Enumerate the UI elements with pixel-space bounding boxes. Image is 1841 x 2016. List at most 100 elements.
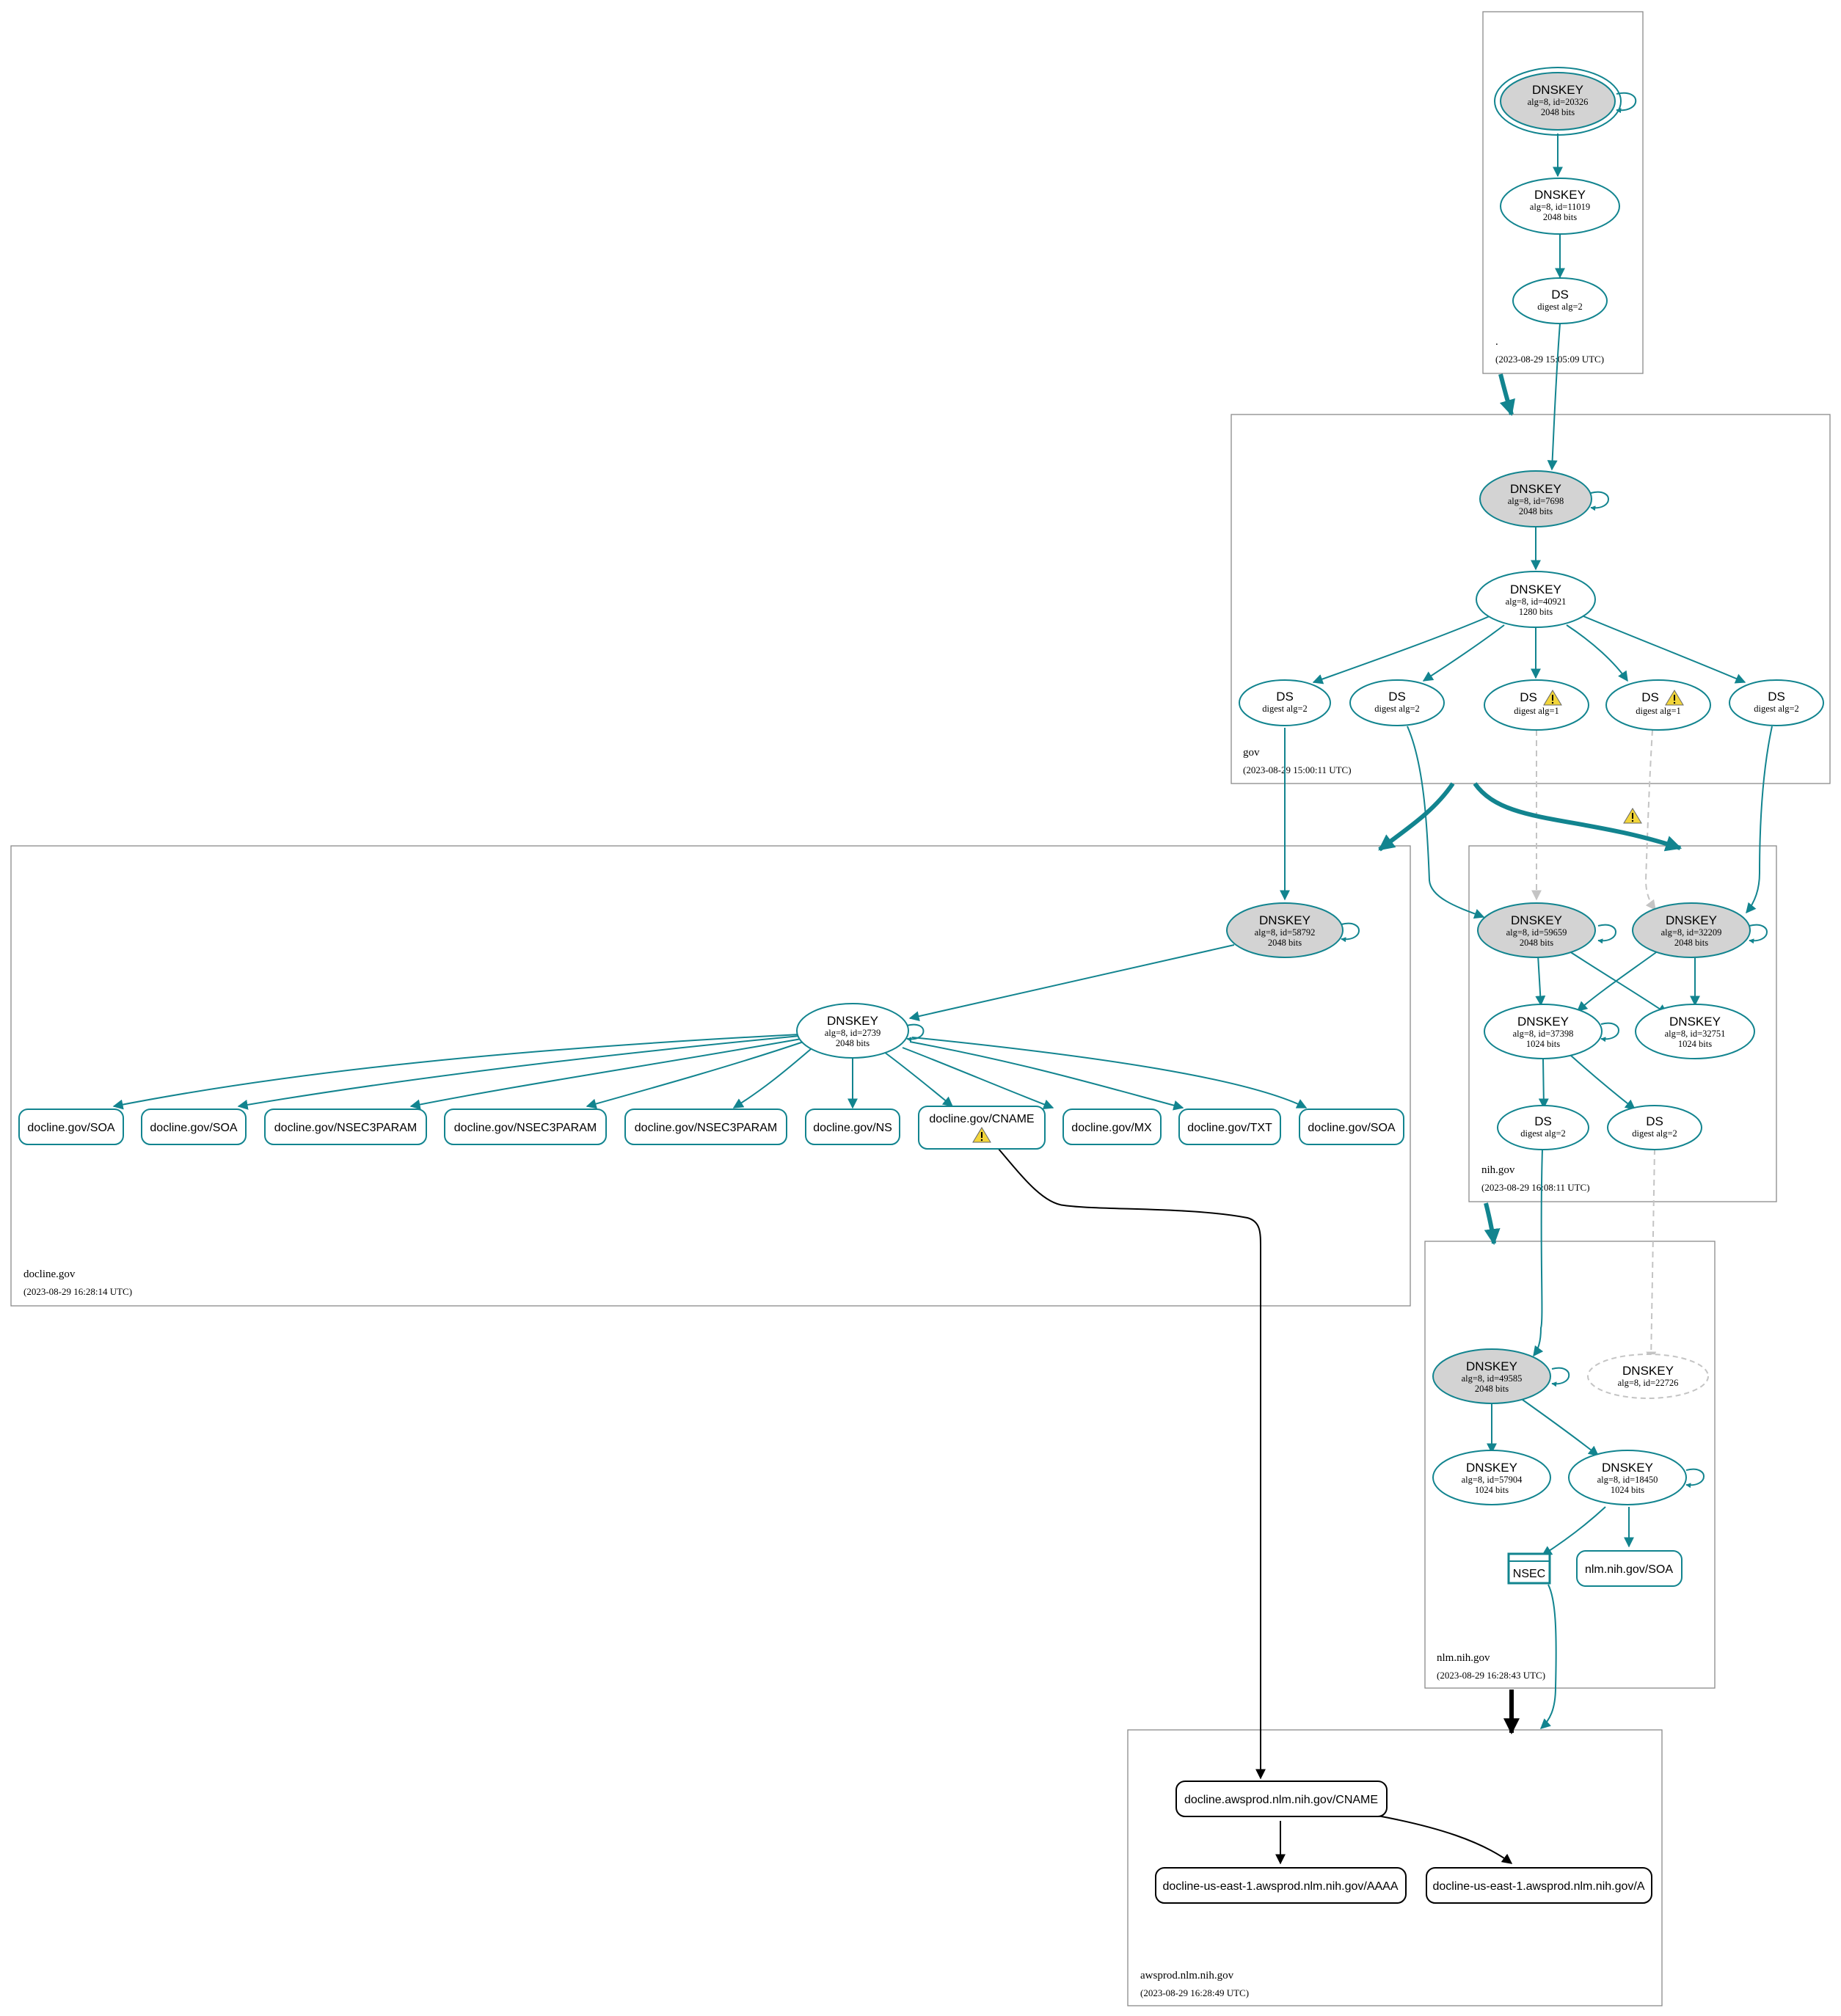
nih-ksk-node[interactable]: DNSKEY alg=8, id=32209 2048 bits	[1632, 902, 1751, 958]
rrset-node[interactable]: docline.gov/SOA	[1299, 1109, 1404, 1145]
zone-timestamp: (2023-08-29 16:28:14 UTC)	[23, 1286, 132, 1297]
docline-ksk-node[interactable]: DNSKEY alg=8, id=58792 2048 bits	[1226, 902, 1344, 958]
root-zsk-node[interactable]: DNSKEY alg=8, id=11019 2048 bits	[1500, 178, 1620, 235]
gov-ds-warning-node[interactable]: DS digest alg=1	[1484, 679, 1589, 731]
rrset-node[interactable]: docline.gov/NS	[805, 1109, 900, 1145]
edge	[908, 944, 1235, 1022]
node-detail: alg=8, id=18450	[1597, 1475, 1658, 1485]
rrset-node[interactable]: docline.gov/MX	[1062, 1109, 1162, 1145]
warning-icon	[1543, 690, 1562, 706]
rrset-cname-node[interactable]: docline.gov/CNAME	[918, 1106, 1046, 1150]
edge-dashed	[1644, 729, 1656, 911]
rrset-node[interactable]: docline.gov/NSEC3PARAM	[624, 1109, 787, 1145]
zone-timestamp: (2023-08-29 15:00:11 UTC)	[1243, 764, 1352, 775]
rrset-label: docline.gov/SOA	[150, 1122, 238, 1134]
rrset-node[interactable]: docline.gov/NSEC3PARAM	[444, 1109, 607, 1145]
zone-label: nlm.nih.gov	[1437, 1652, 1490, 1664]
edge	[1538, 1059, 1549, 1109]
edge	[1407, 726, 1485, 919]
delegation-warning-icon	[1623, 808, 1642, 824]
edge	[1576, 950, 1659, 1012]
node-detail: 2048 bits	[836, 1038, 870, 1048]
zone-label: nih.gov	[1481, 1164, 1515, 1176]
nlm-zsk-node[interactable]: DNSKEY alg=8, id=57904 1024 bits	[1432, 1450, 1551, 1505]
delegation-edge	[1378, 782, 1455, 852]
zone-label: awsprod.nlm.nih.gov	[1140, 1970, 1234, 1982]
gov-ds-node[interactable]: DS digest alg=2	[1349, 679, 1445, 726]
edge	[883, 1051, 954, 1107]
node-detail: alg=8, id=11019	[1530, 202, 1590, 212]
nlm-missing-dnskey-node[interactable]: DNSKEY alg=8, id=22726	[1587, 1354, 1709, 1399]
edges	[112, 134, 1773, 1865]
nsec-node[interactable]: NSEC	[1507, 1552, 1551, 1585]
node-detail: digest alg=2	[1520, 1128, 1566, 1139]
rrset-node[interactable]: docline.gov/TXT	[1178, 1109, 1281, 1145]
rrset-label: docline.awsprod.nlm.nih.gov/CNAME	[1184, 1794, 1378, 1806]
edge	[409, 1038, 802, 1110]
docline-zsk-node[interactable]: DNSKEY alg=8, id=2739 2048 bits	[796, 1003, 909, 1059]
nlm-ksk-node[interactable]: DNSKEY alg=8, id=49585 2048 bits	[1432, 1348, 1551, 1404]
node-title: DS	[1276, 690, 1294, 704]
node-detail: 2048 bits	[1475, 1384, 1509, 1394]
rrset-label: docline-us-east-1.awsprod.nlm.nih.gov/AA…	[1162, 1880, 1398, 1893]
node-title: DNSKEY	[1669, 1015, 1721, 1029]
edge	[237, 1035, 801, 1110]
edge	[1567, 949, 1669, 1015]
rrset-node[interactable]: docline.gov/SOA	[141, 1109, 247, 1145]
node-title: DS	[1768, 690, 1785, 704]
edge	[1566, 624, 1628, 682]
zone-timestamp: (2023-08-29 16:28:43 UTC)	[1437, 1670, 1545, 1681]
root-ksk-node[interactable]: DNSKEY alg=8, id=20326 2048 bits	[1494, 67, 1622, 136]
gov-ds-warning-node[interactable]: DS digest alg=1	[1605, 679, 1711, 731]
node-detail: alg=8, id=7698	[1508, 496, 1564, 506]
gov-zsk-node[interactable]: DNSKEY alg=8, id=40921 1280 bits	[1476, 571, 1596, 628]
rrset-node[interactable]: docline.gov/SOA	[18, 1109, 124, 1145]
gov-ds-node[interactable]: DS digest alg=2	[1239, 679, 1331, 726]
self-loops	[906, 92, 1768, 1489]
edge	[1746, 726, 1773, 914]
nih-ksk-node[interactable]: DNSKEY alg=8, id=59659 2048 bits	[1477, 902, 1596, 958]
zone-timestamp: (2023-08-29 16:28:49 UTC)	[1140, 1987, 1249, 1998]
rrset-node[interactable]: docline-us-east-1.awsprod.nlm.nih.gov/AA…	[1155, 1867, 1407, 1904]
self-loop	[906, 1023, 925, 1042]
delegation-edge	[1498, 373, 1515, 417]
rrset-node[interactable]: docline-us-east-1.awsprod.nlm.nih.gov/A	[1426, 1867, 1652, 1904]
edge	[1533, 1148, 1544, 1357]
rrset-label: docline.gov/NSEC3PARAM	[635, 1122, 777, 1134]
self-loop	[1685, 1468, 1705, 1489]
rrset-label: docline.gov/CNAME	[929, 1113, 1034, 1125]
nlm-zsk-node[interactable]: DNSKEY alg=8, id=18450 1024 bits	[1568, 1450, 1687, 1505]
node-detail: 1024 bits	[1526, 1039, 1560, 1049]
nih-ds-node[interactable]: DS digest alg=2	[1497, 1105, 1589, 1150]
gov-ksk-node[interactable]: DNSKEY alg=8, id=7698 2048 bits	[1479, 470, 1592, 527]
edge	[902, 1047, 1054, 1110]
node-title: DNSKEY	[1532, 83, 1583, 97]
rrset-node[interactable]: docline.awsprod.nlm.nih.gov/CNAME	[1175, 1781, 1388, 1817]
self-loop	[1749, 924, 1768, 944]
nih-ds-node[interactable]: DS digest alg=2	[1607, 1105, 1702, 1150]
rrset-node[interactable]: docline.gov/NSEC3PARAM	[264, 1109, 427, 1145]
node-detail: alg=8, id=32751	[1665, 1029, 1726, 1039]
node-detail: 2048 bits	[1519, 506, 1553, 516]
rrset-node[interactable]: nlm.nih.gov/SOA	[1576, 1550, 1683, 1587]
node-title: DNSKEY	[1517, 1015, 1569, 1029]
node-detail: alg=8, id=32209	[1661, 927, 1722, 938]
node-title: DNSKEY	[1511, 913, 1562, 927]
root-ds-node[interactable]: DS digest alg=2	[1512, 277, 1608, 324]
zone-awsprod: awsprod.nlm.nih.gov (2023-08-29 16:28:49…	[1127, 1729, 1663, 2006]
edge	[911, 1037, 1308, 1109]
node-title: DS	[1641, 690, 1659, 704]
zone-timestamp: (2023-08-29 16:08:11 UTC)	[1481, 1182, 1590, 1193]
nih-zsk-node[interactable]: DNSKEY alg=8, id=32751 1024 bits	[1635, 1004, 1755, 1059]
node-title: DS	[1534, 1114, 1552, 1128]
gov-ds-node[interactable]: DS digest alg=2	[1729, 679, 1824, 726]
edge	[112, 1034, 801, 1110]
node-detail: 2048 bits	[1674, 938, 1708, 948]
nsec-label: NSEC	[1513, 1568, 1545, 1580]
rrset-label: docline.gov/NS	[813, 1122, 892, 1134]
nih-zsk-node[interactable]: DNSKEY alg=8, id=37398 1024 bits	[1484, 1004, 1603, 1059]
node-title: DNSKEY	[1666, 913, 1717, 927]
node-detail: 2048 bits	[1541, 107, 1575, 117]
self-loop	[1616, 92, 1637, 114]
